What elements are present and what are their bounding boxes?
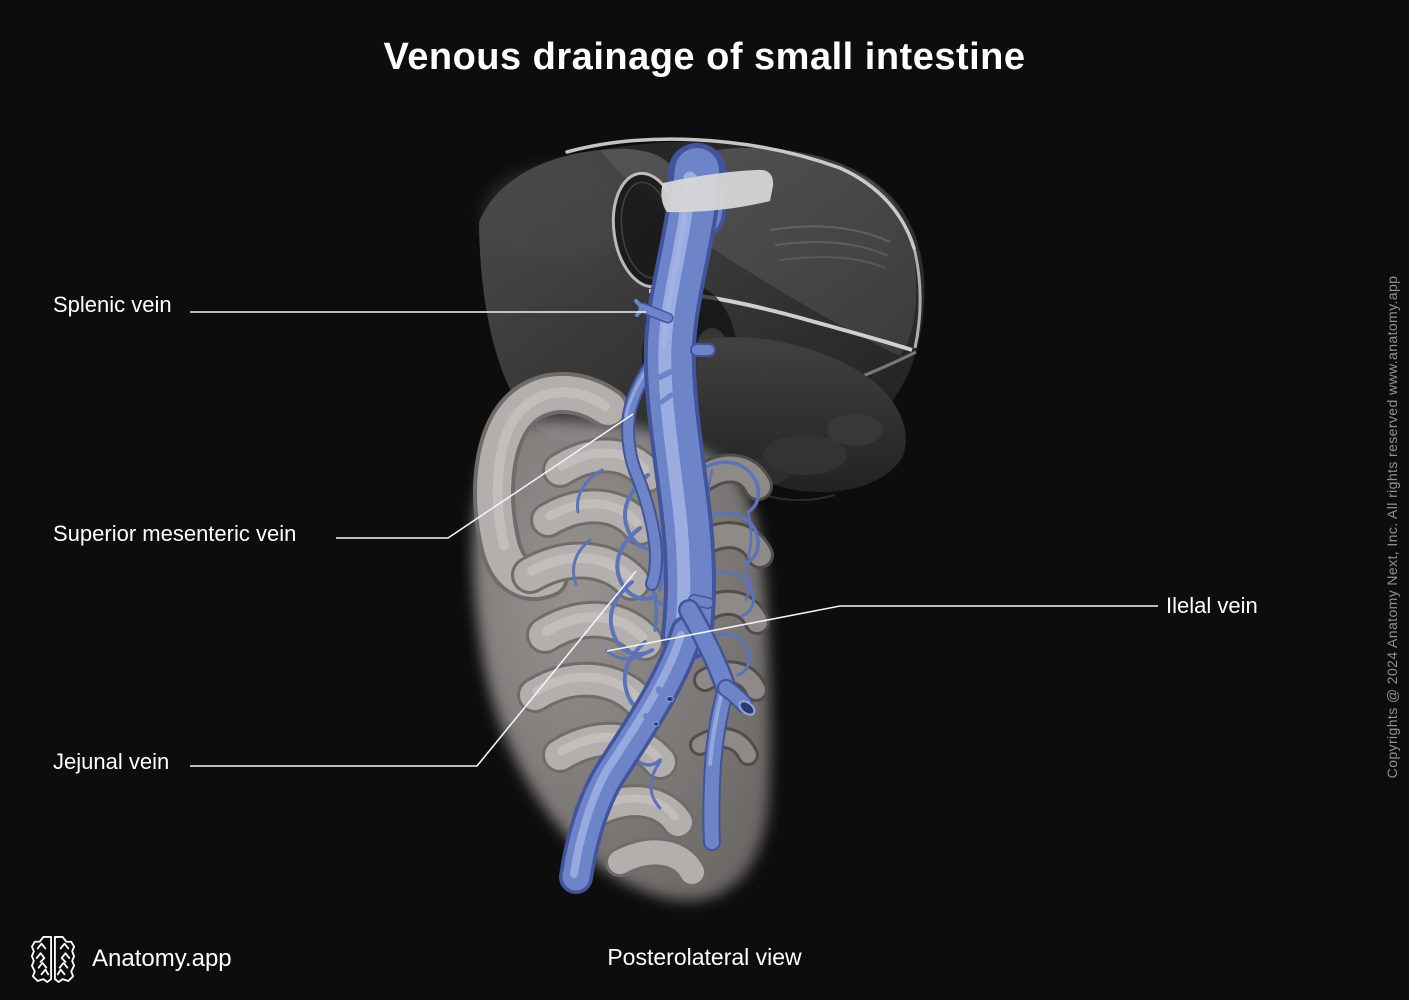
page-title: Venous drainage of small intestine bbox=[383, 36, 1026, 78]
brand-logo: Anatomy.app bbox=[30, 933, 232, 985]
label-jejunal-vein: Jejunal vein bbox=[53, 749, 169, 775]
leader-superior-mesenteric-vein bbox=[336, 413, 634, 539]
portal-vein-trunk bbox=[643, 143, 726, 661]
label-jejunal-vein-text: Jejunal vein bbox=[53, 749, 170, 774]
ligament-band bbox=[661, 169, 774, 213]
label-superior-mesenteric-vein-text: Superior mesenteric vein bbox=[53, 521, 297, 546]
label-splenic-vein: Splenic vein bbox=[53, 292, 172, 318]
brain-icon bbox=[31, 936, 75, 983]
copyright-text: Copyrights @ 2024 Anatomy Next, Inc. All… bbox=[1384, 275, 1400, 779]
label-ileal-vein: Ilelal vein bbox=[1166, 593, 1258, 619]
jejunal-vein bbox=[559, 615, 704, 894]
brand-name: Anatomy.app bbox=[92, 945, 232, 972]
leader-lines bbox=[190, 311, 1158, 767]
liver-right-lobe bbox=[696, 337, 906, 493]
label-superior-mesenteric-vein: Superior mesenteric vein bbox=[53, 521, 296, 547]
leader-jejunal-vein bbox=[190, 570, 637, 767]
ileal-vein bbox=[678, 599, 756, 851]
cut-vein-opening bbox=[738, 700, 756, 716]
splenic-vein bbox=[634, 299, 674, 324]
view-caption: Posterolateral view bbox=[607, 944, 802, 970]
small-intestine bbox=[473, 371, 774, 901]
label-ileal-vein-text: Ilelal vein bbox=[1166, 593, 1258, 618]
leader-ileal-vein bbox=[606, 605, 1158, 652]
label-splenic-vein-text: Splenic vein bbox=[53, 292, 172, 317]
liver-top-rim bbox=[565, 137, 916, 250]
